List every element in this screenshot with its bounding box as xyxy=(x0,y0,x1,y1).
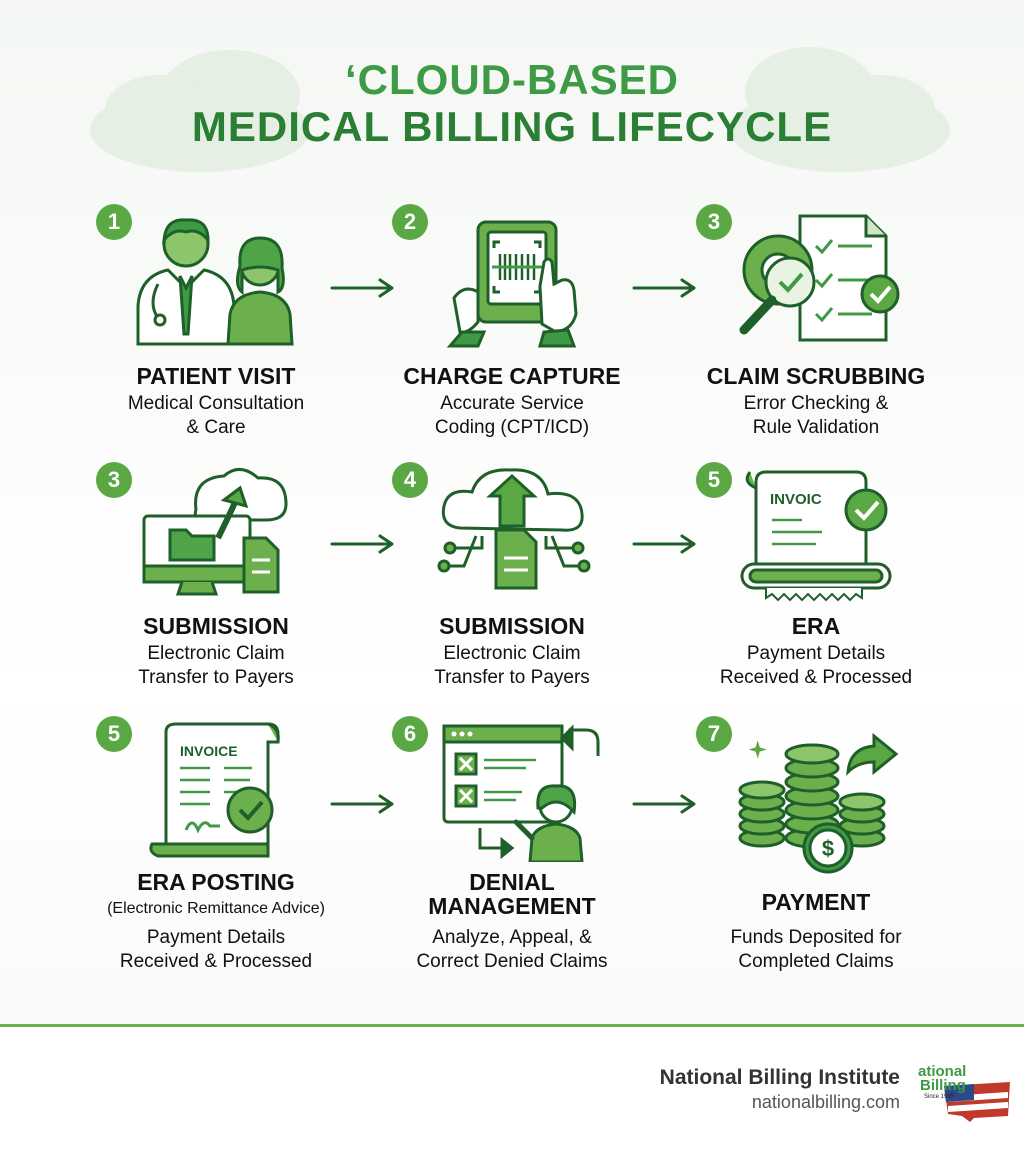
flow-arrow xyxy=(330,278,394,298)
desc-line-1: Error Checking & xyxy=(743,393,889,414)
step-label: DENIAL MANAGEMENT xyxy=(362,870,662,918)
desc-line-2: Received & Processed xyxy=(719,666,913,688)
step-label: PAYMENT xyxy=(761,889,871,915)
logo-text-2: Billing xyxy=(920,1077,966,1094)
desc-line-2: Correct Denied Claims xyxy=(416,950,608,972)
step-description: Payment Details Received & Processed xyxy=(666,642,966,690)
desc-line-1: Funds Deposited for xyxy=(730,927,902,948)
desc-line-1: Electronic Claim xyxy=(147,643,285,664)
step-number-badge: 5 xyxy=(696,462,732,498)
label-line-1: DENIAL xyxy=(469,869,555,895)
page-title: ‘CLOUD-BASED MEDICAL BILLING LIFECYCLE xyxy=(0,56,1024,150)
step-number-badge: 1 xyxy=(96,204,132,240)
doctor-patient-icon xyxy=(136,218,294,346)
denial-review-person-icon xyxy=(442,724,600,862)
step-label: ERA POSTING xyxy=(137,869,295,895)
svg-text:$: $ xyxy=(822,836,834,861)
step-number-badge: 7 xyxy=(696,716,732,752)
step-description: Payment Details Received & Processed xyxy=(66,926,366,974)
brand-block: National Billing Institute nationalbilli… xyxy=(660,1066,900,1113)
step-label: CHARGE CAPTURE xyxy=(403,363,621,389)
desc-line-2: Completed Claims xyxy=(738,950,894,972)
flow-arrow xyxy=(632,278,696,298)
desc-line-1: Analyze, Appeal, & xyxy=(432,927,592,948)
step-label: CLAIM SCRUBBING xyxy=(706,363,926,389)
step-description: Analyze, Appeal, & Correct Denied Claims xyxy=(362,926,662,974)
background-clouds xyxy=(90,47,950,172)
step-payment: 7 $ PAYMENT Funds Deposited for Comp xyxy=(666,712,966,992)
flow-arrow xyxy=(632,794,696,814)
brand-url[interactable]: nationalbilling.com xyxy=(751,1092,900,1112)
step-claim-scrubbing: 3 CLAIM SCRUBBING Error Checking & Rule … xyxy=(666,200,966,450)
desc-line-2: Coding (CPT/ICD) xyxy=(434,416,590,438)
desc-line-2: Transfer to Payers xyxy=(434,666,590,688)
barcode-tablet-icon xyxy=(446,220,578,348)
logo-text-3: Since 1995 xyxy=(924,1094,955,1100)
step-label: PATIENT VISIT xyxy=(136,363,296,389)
flow-arrow xyxy=(632,534,696,554)
desc-line-2: Transfer to Payers xyxy=(138,666,294,688)
step-label: SUBMISSION xyxy=(143,613,289,639)
desc-line-2: Received & Processed xyxy=(119,950,313,972)
coin-stacks-dollar-icon: $ xyxy=(738,732,899,874)
step-patient-visit: 1 PATIENT VISIT Medical Consultation & C… xyxy=(66,200,366,450)
flow-arrow xyxy=(330,794,394,814)
desc-line-1: Accurate Service xyxy=(440,393,584,414)
step-era-posting: 5 INVOICE ERA POSTING (Electronic Remitt… xyxy=(66,712,366,992)
brand-name: National Billing Institute xyxy=(659,1066,900,1089)
label-line-2: MANAGEMENT xyxy=(428,893,596,920)
step-description: Accurate Service Coding (CPT/ICD) xyxy=(362,392,662,440)
desc-line-1: Medical Consultation xyxy=(127,393,305,414)
desc-line-1: Payment Details xyxy=(146,927,286,948)
step-label: SUBMISSION xyxy=(439,613,585,639)
title-line-1: ‘CLOUD-BASED xyxy=(345,56,679,103)
step-description: Funds Deposited for Completed Claims xyxy=(666,926,966,974)
step-number-badge: 6 xyxy=(392,716,428,752)
step-number-badge: 5 xyxy=(96,716,132,752)
step-number-badge: 3 xyxy=(96,462,132,498)
national-billing-logo: ational Billing Since 1995 xyxy=(918,1063,1010,1122)
step-description: Error Checking & Rule Validation xyxy=(666,392,966,440)
step-number-badge: 3 xyxy=(696,204,732,240)
step-submission-1: 3 SUBMISSION Electronic Claim Transfer t… xyxy=(66,460,366,710)
logo-text-1: ational xyxy=(918,1063,966,1080)
computer-cloud-upload-icon xyxy=(142,468,288,596)
step-sublabel: (Electronic Remittance Advice) xyxy=(107,900,325,917)
gear-magnifier-checklist-icon xyxy=(739,214,900,342)
invoice-icon-text: INVOICE xyxy=(180,743,238,759)
invoice-icon-text: INVOIC xyxy=(770,491,822,508)
invoice-scroll-check-icon: INVOIC xyxy=(740,470,892,602)
desc-line-2: Rule Validation xyxy=(752,416,880,438)
step-charge-capture: 2 CHARGE CAPTURE Accurate Service Coding… xyxy=(362,200,662,450)
desc-line-1: Electronic Claim xyxy=(443,643,581,664)
step-description: Electronic Claim Transfer to Payers xyxy=(66,642,366,690)
step-number-badge: 4 xyxy=(392,462,428,498)
footer-divider xyxy=(0,1024,1024,1027)
title-line-2: MEDICAL BILLING LIFECYCLE xyxy=(191,103,833,151)
step-description: Medical Consultation & Care xyxy=(66,392,366,440)
desc-line-1: Payment Details xyxy=(746,643,886,664)
step-denial-management: 6 DENIAL MANAGEMENT Analyze, Appeal, & C… xyxy=(362,712,662,992)
desc-line-2: & Care xyxy=(186,416,246,438)
footer xyxy=(0,1027,1024,1154)
step-description: Electronic Claim Transfer to Payers xyxy=(362,642,662,690)
step-era: 5 INVOIC ERA Payment Details Received & … xyxy=(666,460,966,710)
step-label: ERA xyxy=(791,613,841,639)
invoice-signature-check-icon: INVOICE xyxy=(149,722,280,858)
step-submission-2: 4 SUBMISSION Electronic Claim Transfer t… xyxy=(362,460,662,710)
flow-arrow xyxy=(330,534,394,554)
step-number-badge: 2 xyxy=(392,204,428,240)
cloud-network-upload-icon xyxy=(437,468,591,590)
